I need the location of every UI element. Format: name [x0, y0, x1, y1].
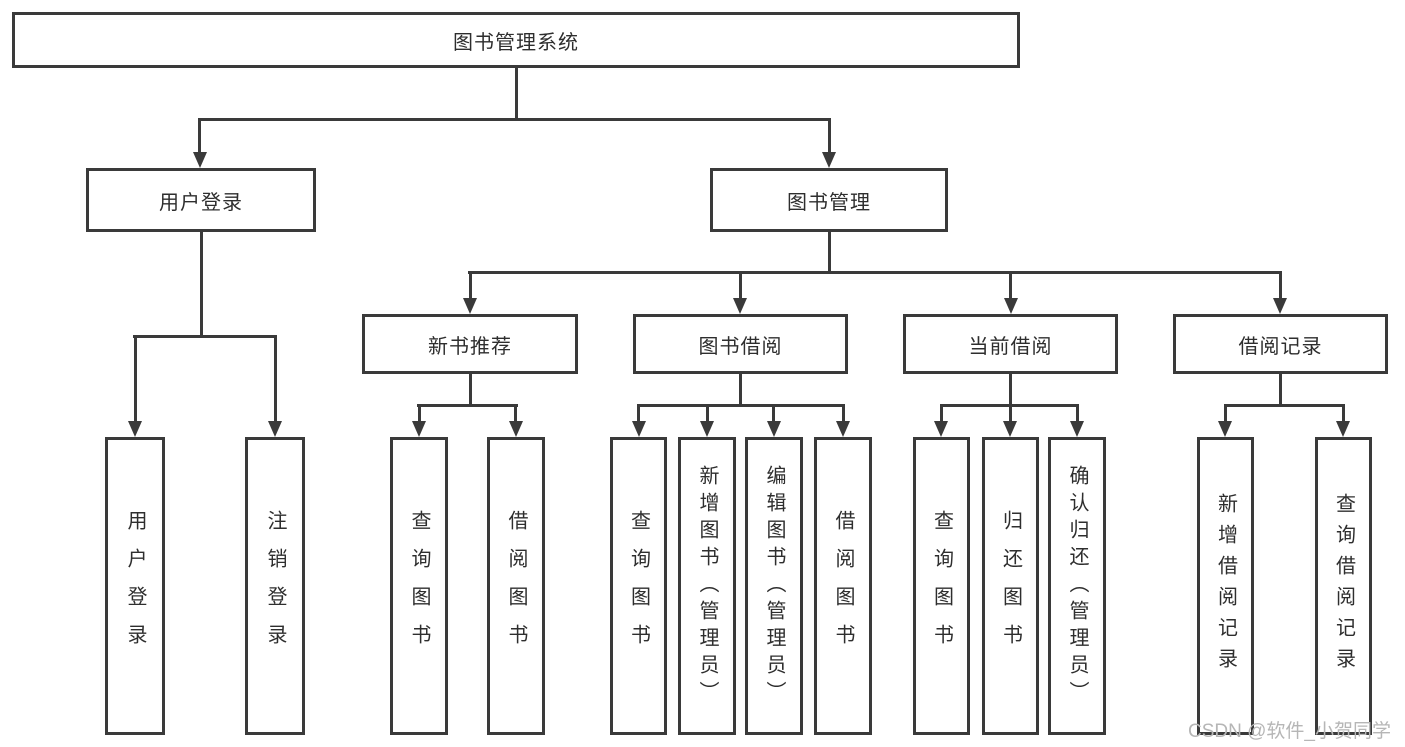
- connector-line: [1342, 404, 1345, 423]
- leaf-rec-borrow-books-label: 借阅图书: [505, 510, 527, 662]
- leaf-br-query-record-label: 查询借阅记录: [1332, 493, 1355, 679]
- arrow-down-icon: [1004, 298, 1018, 314]
- connector-line: [1009, 374, 1012, 407]
- csdn-watermark: CSDN @软件_小贺同学: [1188, 721, 1391, 742]
- arrow-down-icon: [822, 152, 836, 168]
- node-user-login: 用户登录: [86, 168, 316, 232]
- leaf-bb-query-books-label: 查询图书: [627, 510, 650, 662]
- arrow-down-icon: [1003, 421, 1017, 437]
- leaf-br-query-record: 查询借阅记录: [1315, 437, 1372, 735]
- leaf-logout-label: 注销登录: [264, 510, 286, 662]
- leaf-rec-query-books-label: 查询图书: [408, 510, 430, 662]
- connector-line: [842, 404, 845, 423]
- leaf-cb-return-books-label: 归还图书: [999, 510, 1022, 662]
- connector-line: [706, 404, 709, 423]
- node-user-login-label: 用户登录: [159, 191, 243, 214]
- connector-line: [940, 404, 943, 423]
- arrow-down-icon: [1336, 421, 1350, 437]
- arrow-down-icon: [934, 421, 948, 437]
- connector-line: [134, 335, 137, 423]
- node-book-mgmt: 图书管理: [710, 168, 948, 232]
- arrow-down-icon: [1070, 421, 1084, 437]
- connector-line: [1009, 271, 1012, 300]
- node-book-borrow-label: 图书借阅: [698, 335, 783, 358]
- leaf-br-add-record: 新增借阅记录: [1197, 437, 1254, 735]
- connector-line: [515, 68, 518, 121]
- leaf-bb-borrow-books-label: 借阅图书: [832, 510, 854, 662]
- node-current-borrow-label: 当前借阅: [968, 335, 1053, 358]
- leaf-rec-borrow-books: 借阅图书: [487, 437, 545, 735]
- connector-line: [1224, 404, 1345, 407]
- connector-line: [637, 404, 845, 407]
- leaf-cb-confirm-return-label: 确认归还（管理员）: [1066, 464, 1088, 708]
- connector-line: [739, 374, 742, 407]
- node-root-label: 图书管理系统: [453, 31, 579, 54]
- arrow-down-icon: [767, 421, 781, 437]
- arrow-down-icon: [128, 421, 142, 437]
- connector-line: [469, 271, 472, 300]
- leaf-bb-query-books: 查询图书: [610, 437, 667, 735]
- node-new-book-rec: 新书推荐: [362, 314, 578, 374]
- leaf-bb-edit-books-label: 编辑图书（管理员）: [763, 464, 785, 708]
- connector-line: [1076, 404, 1079, 423]
- arrow-down-icon: [836, 421, 850, 437]
- connector-line: [200, 232, 203, 338]
- connector-line: [739, 271, 742, 300]
- node-root: 图书管理系统: [12, 12, 1020, 68]
- node-borrow-records: 借阅记录: [1173, 314, 1388, 374]
- connector-line: [1009, 404, 1012, 423]
- arrow-down-icon: [733, 298, 747, 314]
- leaf-cb-return-books: 归还图书: [982, 437, 1039, 735]
- node-book-borrow: 图书借阅: [633, 314, 848, 374]
- leaf-bb-edit-books: 编辑图书（管理员）: [745, 437, 803, 735]
- leaf-user-login-label: 用户登录: [124, 510, 146, 662]
- leaf-bb-add-books: 新增图书（管理员）: [678, 437, 736, 735]
- arrow-down-icon: [632, 421, 646, 437]
- connector-line: [1224, 404, 1227, 423]
- node-borrow-records-label: 借阅记录: [1238, 335, 1323, 358]
- leaf-user-login: 用户登录: [105, 437, 165, 735]
- node-new-book-rec-label: 新书推荐: [428, 335, 512, 358]
- connector-line: [772, 404, 775, 423]
- node-current-borrow: 当前借阅: [903, 314, 1118, 374]
- connector-line: [198, 118, 831, 121]
- arrow-down-icon: [268, 421, 282, 437]
- connector-line: [469, 374, 472, 407]
- connector-line: [133, 335, 277, 338]
- connector-line: [828, 232, 831, 274]
- leaf-cb-query-books-label: 查询图书: [930, 510, 953, 662]
- leaf-br-add-record-label: 新增借阅记录: [1214, 493, 1237, 679]
- arrow-down-icon: [412, 421, 426, 437]
- connector-line: [418, 404, 421, 423]
- connector-line: [828, 118, 831, 154]
- arrow-down-icon: [509, 421, 523, 437]
- connector-line: [514, 404, 517, 423]
- arrow-down-icon: [1273, 298, 1287, 314]
- leaf-cb-query-books: 查询图书: [913, 437, 970, 735]
- leaf-bb-add-books-label: 新增图书（管理员）: [696, 464, 718, 708]
- connector-line: [198, 118, 201, 154]
- connector-line: [1279, 271, 1282, 300]
- connector-line: [417, 404, 518, 407]
- connector-line: [637, 404, 640, 423]
- leaf-logout: 注销登录: [245, 437, 305, 735]
- arrow-down-icon: [463, 298, 477, 314]
- leaf-cb-confirm-return: 确认归还（管理员）: [1048, 437, 1106, 735]
- arrow-down-icon: [700, 421, 714, 437]
- connector-line: [468, 271, 1282, 274]
- leaf-bb-borrow-books: 借阅图书: [814, 437, 872, 735]
- connector-line: [1279, 374, 1282, 407]
- leaf-rec-query-books: 查询图书: [390, 437, 448, 735]
- arrow-down-icon: [1218, 421, 1232, 437]
- node-book-mgmt-label: 图书管理: [787, 191, 871, 214]
- arrow-down-icon: [193, 152, 207, 168]
- connector-line: [274, 335, 277, 423]
